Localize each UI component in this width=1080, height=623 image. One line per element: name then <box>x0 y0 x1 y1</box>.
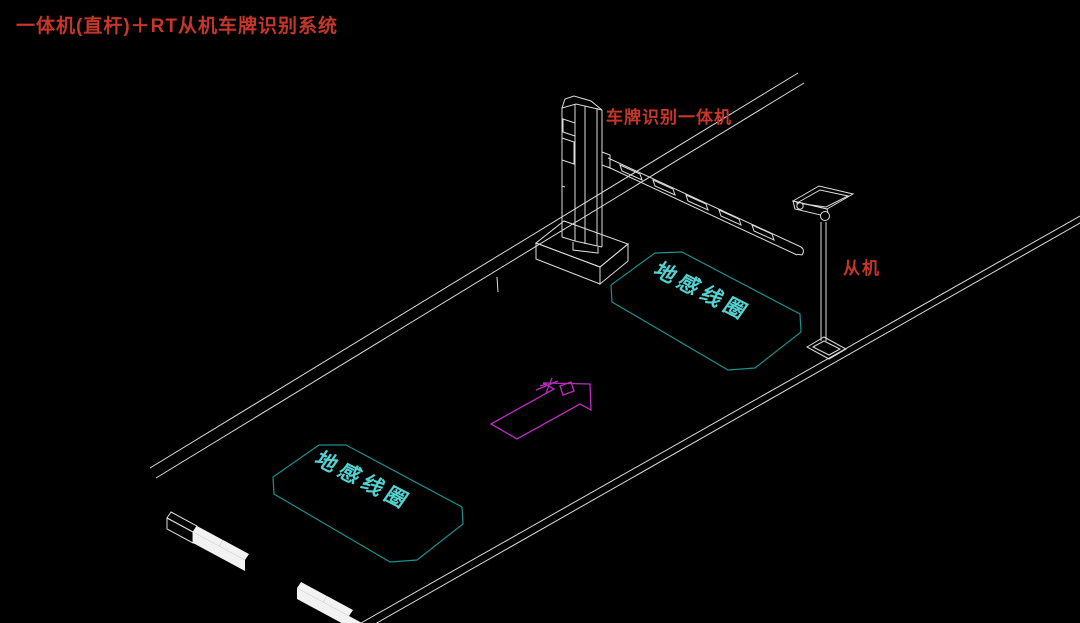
arm-stripe <box>652 179 676 196</box>
camera-base-inner <box>811 340 842 356</box>
cabinet-card-slot <box>562 118 576 137</box>
ground-loop-near-outline <box>610 251 802 371</box>
curb-white-block <box>349 616 362 623</box>
concrete-base <box>534 220 629 286</box>
slave-camera-assembly <box>791 185 855 360</box>
curb-white-block <box>323 602 349 623</box>
camera-housing-inner <box>795 189 850 208</box>
ground-loop-far-outline <box>272 444 464 563</box>
curb-white-block <box>297 582 327 602</box>
curb-white-block <box>323 596 353 616</box>
camera-base-outer <box>805 336 848 360</box>
cabinet-top <box>561 95 603 111</box>
camera-lens-icon <box>796 202 804 210</box>
curb-white-block <box>219 540 249 560</box>
barrier-arm <box>601 151 804 256</box>
curb-white-block <box>219 546 245 571</box>
arm-stripe <box>619 164 643 181</box>
ground-loops <box>272 251 802 563</box>
curb-white-block <box>193 532 219 557</box>
page-title: 一体机(直杆)＋RT从机车牌识别系统 <box>16 14 338 37</box>
entrance-marker <box>535 377 575 396</box>
arrow-outline <box>489 382 592 440</box>
camera-mount <box>820 211 830 221</box>
striped-curb <box>166 511 362 623</box>
travel-direction-arrow <box>489 377 592 440</box>
arm-tip <box>796 245 804 256</box>
cabinet-display-panel <box>561 137 575 165</box>
camera-unit-label: 车牌识别一体机 <box>606 107 732 127</box>
road-edge-right <box>360 215 1080 623</box>
tick-mark <box>496 276 499 293</box>
linework-layer <box>149 72 1080 623</box>
arm-stripe <box>718 209 742 226</box>
arm-stripe <box>751 224 775 241</box>
slave-camera-label: 从机 <box>843 258 881 278</box>
cabinet-keyhole <box>561 185 566 188</box>
barrier-gate-cabinet <box>561 95 603 254</box>
curb-white-block <box>193 526 223 546</box>
arm-stripe <box>685 194 709 211</box>
curb-white-block <box>297 588 323 613</box>
annotations: 一体机(直杆)＋RT从机车牌识别系统 车牌识别一体机 从机 <box>16 14 881 278</box>
road-edge-left <box>149 72 805 479</box>
